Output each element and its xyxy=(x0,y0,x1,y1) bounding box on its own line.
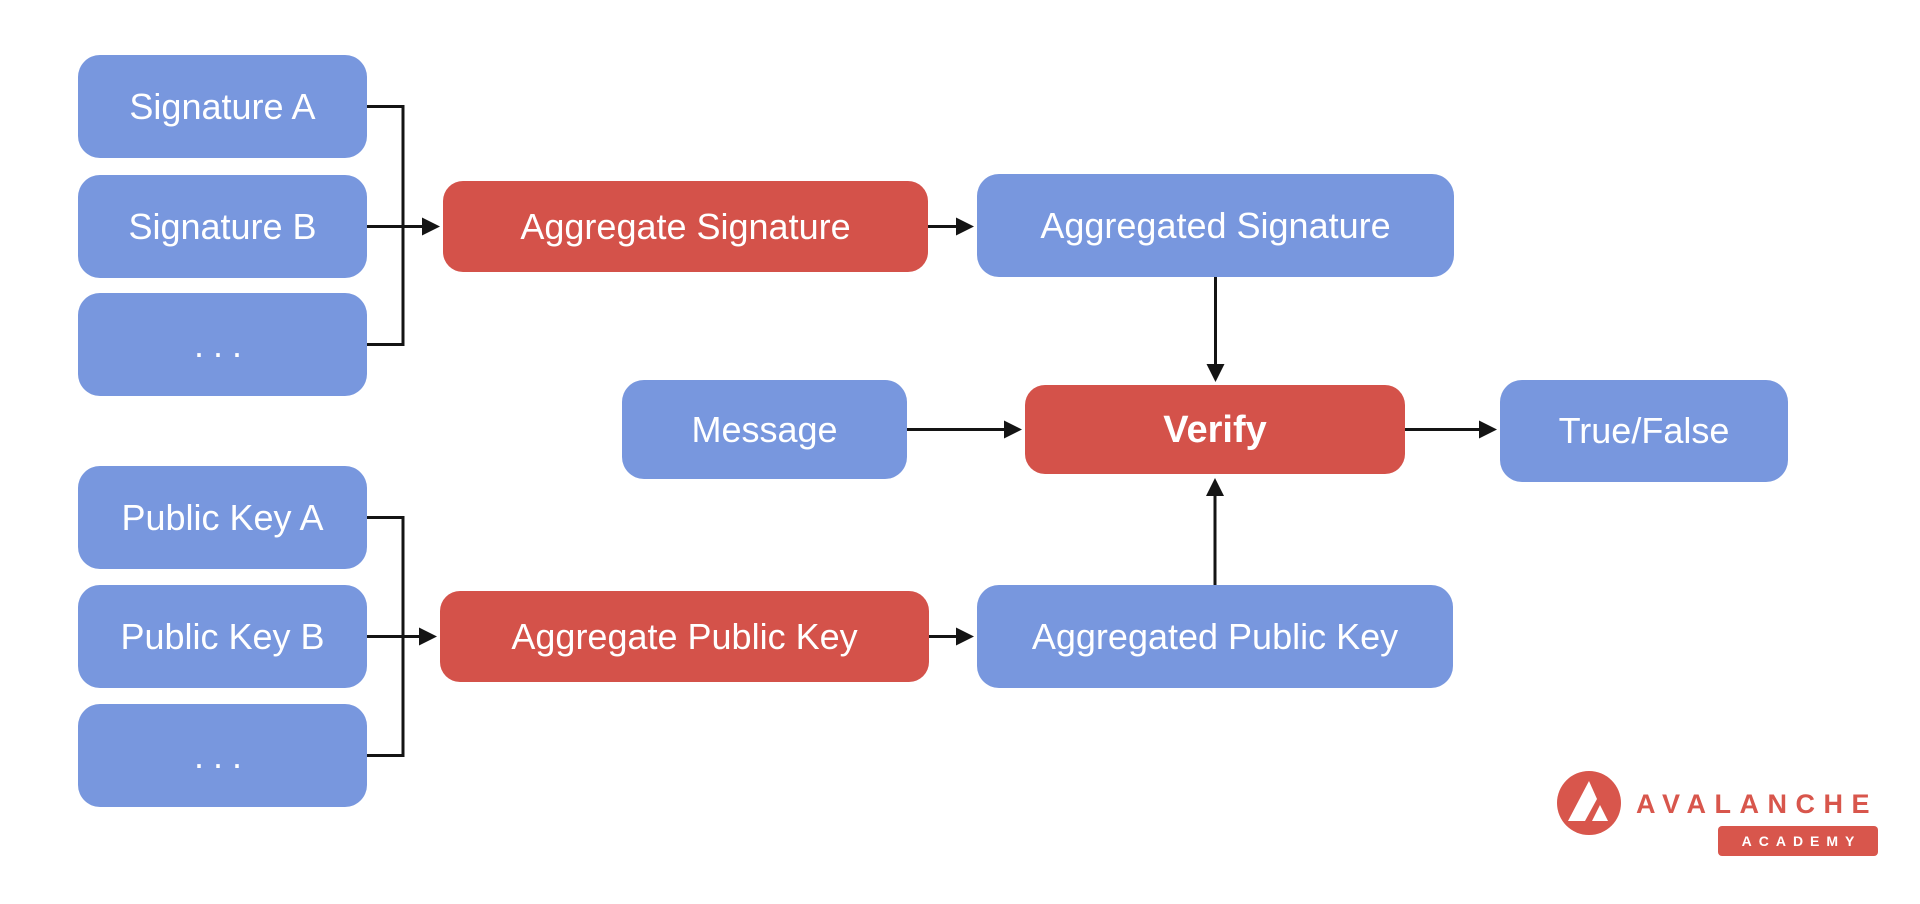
node-public-key-ellipsis: ... xyxy=(78,704,367,807)
node-aggregate-public-key: Aggregate Public Key xyxy=(440,591,929,682)
avalanche-icon xyxy=(1557,771,1621,835)
node-true-false: True/False xyxy=(1500,380,1788,482)
node-aggregated-public-key: Aggregated Public Key xyxy=(977,585,1453,688)
node-signature-b: Signature B xyxy=(78,175,367,278)
node-signature-a: Signature A xyxy=(78,55,367,158)
node-signature-ellipsis: ... xyxy=(78,293,367,396)
academy-badge: ACADEMY xyxy=(1718,826,1878,856)
avalanche-academy-logo: AVALANCHE ACADEMY xyxy=(1548,762,1888,862)
node-aggregate-signature: Aggregate Signature xyxy=(443,181,928,272)
avalanche-wordmark: AVALANCHE xyxy=(1636,789,1878,819)
node-public-key-b: Public Key B xyxy=(78,585,367,688)
node-public-key-a: Public Key A xyxy=(78,466,367,569)
node-aggregated-signature: Aggregated Signature xyxy=(977,174,1454,277)
node-verify: Verify xyxy=(1025,385,1405,474)
node-message: Message xyxy=(622,380,907,479)
